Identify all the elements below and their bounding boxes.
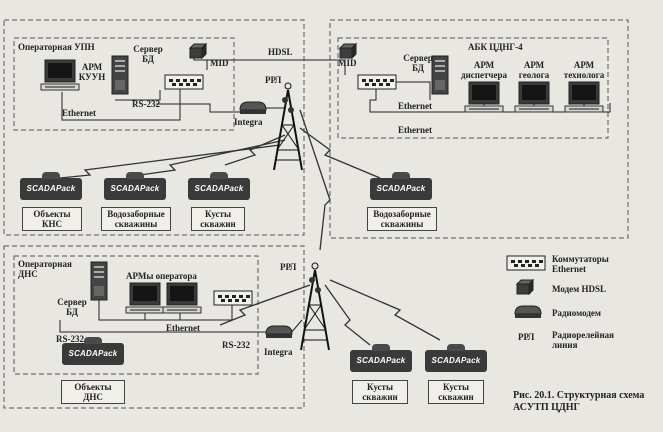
server-dns [90, 261, 108, 301]
arm-technologist-computer [564, 81, 604, 113]
zone-dns-inner [13, 255, 259, 375]
zone-upn-title: Операторная УПН [18, 42, 95, 52]
scadapack-kusty-1: SCADAPack [188, 172, 250, 200]
ethernet-switch-abk [357, 74, 397, 90]
legend-radiomodem-icon [514, 305, 542, 319]
scadapack-kns: SCADAPack [20, 172, 82, 200]
mid-abk-label: MID [338, 58, 357, 68]
rrl-tower-top [273, 82, 303, 171]
arm-kuun-label-2: КУУН [78, 72, 106, 82]
ethernet-switch-upn [164, 74, 204, 90]
server-abk [431, 55, 449, 95]
scadapack-kusty-3: SCADAPack [425, 344, 487, 372]
server-dns-label-2: БД [66, 307, 78, 317]
rs232-upn-label: RS-232 [132, 99, 161, 109]
arm-kuun-label-1: АРМ [81, 62, 103, 72]
integra-bottom-label: Integra [264, 347, 293, 357]
rrl-top-label: РРЛ [265, 75, 282, 85]
legend-switch-label-2: Ethernet [552, 264, 586, 274]
arm-dispatcher-computer [464, 81, 504, 113]
zone-upn-inner [13, 37, 235, 131]
arm-geologist-label-1: АРМ [523, 60, 545, 70]
legend-rrl-abbr: РРЛ [518, 332, 535, 342]
scadapack-vodo-2: SCADAPack [370, 172, 432, 200]
hdsl-modem-upn [189, 43, 207, 59]
arm-operator-label: АРМы оператора [126, 271, 197, 281]
legend-radiomodem-label: Радиомодем [552, 308, 601, 318]
legend-rrl-label-2: линия [552, 340, 578, 350]
ethernet-switch-dns [213, 290, 253, 306]
legend-switch-label-1: Коммутаторы [552, 254, 609, 264]
arm-technologist-label-2: технолога [563, 70, 605, 80]
ethernet-abk-label-2: Ethernet [398, 125, 432, 135]
zone-abk-title: АБК ЦДНГ-4 [468, 42, 523, 52]
legend-modem-label: Модем HDSL [552, 284, 607, 294]
rs232-dns-label-2: RS-232 [222, 340, 251, 350]
ethernet-abk-label-1: Ethernet [398, 101, 432, 111]
radiomodem-integra-bottom [265, 325, 293, 339]
server-upn-label-1: Сервер [133, 44, 163, 54]
legend-rrl-label-1: Радиорелейная [552, 330, 615, 340]
rs232-dns-label-1: RS-232 [56, 334, 85, 344]
arm-dispatcher-label-1: АРМ [473, 60, 495, 70]
ethernet-upn-label: Ethernet [62, 108, 96, 118]
scadapack-vodo-1: SCADAPack [104, 172, 166, 200]
legend-modem-icon [516, 279, 534, 295]
zone-abk-inner [337, 37, 609, 139]
arm-geologist-label-2: геолога [518, 70, 550, 80]
arm-technologist-label-1: АРМ [573, 60, 595, 70]
radiomodem-integra-top [239, 101, 267, 115]
rrl-bottom-label: РРЛ [280, 262, 297, 272]
server-abk-label-2: БД [412, 63, 424, 73]
server-dns-label-1: Сервер [57, 297, 87, 307]
zone-dns-title-2: ДНС [18, 269, 38, 279]
arm-dispatcher-label-2: диспетчера [461, 70, 507, 80]
integra-top-label: Integra [234, 117, 263, 127]
radio-links [59, 109, 441, 346]
arm-kuun-computer [40, 59, 80, 91]
hdsl-modem-abk [339, 43, 357, 59]
figure-caption-line-1: Рис. 20.1. Структурная схема [513, 390, 645, 401]
figure-caption-line-2: АСУТП ЦДНГ [513, 402, 580, 413]
arm-geologist-computer [514, 81, 554, 113]
server-upn-label-2: БД [142, 54, 154, 64]
zone-upn-outer [3, 19, 305, 236]
server-upn [111, 55, 129, 95]
zone-abk [329, 19, 629, 239]
zone-dns-title-1: Операторная [18, 259, 72, 269]
figure-caption: Рис. 20.1. Структурная схема АСУТП ЦДНГ [513, 390, 644, 414]
arm-operator-computer-2 [162, 282, 202, 314]
ethernet-dns-label: Ethernet [166, 323, 200, 333]
hdsl-label: HDSL [268, 47, 293, 57]
scadapack-dns: SCADAPack [62, 337, 124, 365]
arm-operator-computer-1 [125, 282, 165, 314]
zone-dns-outer [3, 245, 305, 409]
scadapack-kusty-2: SCADAPack [350, 344, 412, 372]
mid-upn-label: MID [210, 58, 229, 68]
rrl-tower-bottom [300, 262, 330, 351]
legend-switch-icon [506, 255, 546, 271]
server-abk-label-1: Сервер [403, 53, 433, 63]
